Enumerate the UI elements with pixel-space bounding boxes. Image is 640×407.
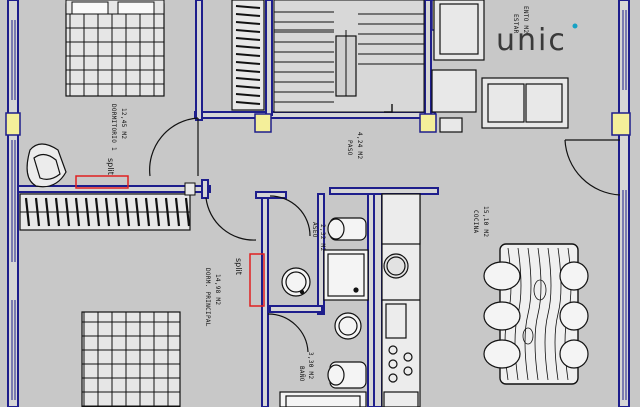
- wall-bath-left: [317, 193, 325, 315]
- split-unit-2: [249, 253, 265, 307]
- door-swings: [149, 117, 621, 353]
- room-label-estar-name: ESTAR: [512, 14, 519, 34]
- wall-hall-stub: [255, 191, 287, 199]
- stairs: [273, 0, 425, 113]
- wall-top-middle: [194, 111, 436, 119]
- closet-top: [231, 0, 265, 111]
- windows: [11, 10, 627, 400]
- register-box: [184, 182, 196, 196]
- walls: [7, 0, 630, 407]
- brand-logo: unic: [496, 23, 578, 58]
- column-1: [5, 112, 21, 136]
- dorm1-armchair: [26, 143, 67, 188]
- column-4: [611, 112, 631, 136]
- principal-bed: [81, 311, 181, 407]
- split-label-1: split: [106, 158, 115, 175]
- column-2: [254, 113, 272, 133]
- wall-right-exterior: [618, 0, 630, 407]
- wall-stairs-right: [424, 0, 432, 119]
- room-label-dorm1-name: DORMITORIO 1: [110, 104, 117, 151]
- room-label-bano-area: 3,30 M2: [307, 352, 314, 379]
- room-label-principal-area: 14,98 M2: [214, 274, 221, 305]
- dorm1-bed: [65, 0, 165, 97]
- room-label-estar-area: ENTO M2: [522, 6, 529, 33]
- room-label-bano-name: BAÑO: [298, 366, 305, 382]
- room-label-aseo-area: 2,32 M2: [319, 224, 326, 251]
- room-label-dorm1-area: 12,45 M2: [120, 108, 127, 139]
- split-label-2: split: [234, 258, 243, 275]
- bano-fixtures: [279, 312, 367, 407]
- wall-stairs-left: [265, 0, 273, 116]
- wardrobe: [19, 193, 191, 231]
- room-label-principal-name: DORM. PRINCIPAL: [204, 268, 211, 327]
- aseo-fixtures: [281, 217, 369, 301]
- room-label-paso-area: 4,24 M2: [356, 132, 363, 159]
- room-label-paso-name: PASO: [346, 140, 353, 156]
- wall-bath-top: [329, 187, 439, 195]
- wall-dorm-door-jamb: [201, 179, 209, 199]
- brand-logo-text: unic: [496, 23, 567, 58]
- brand-logo-dot: [572, 23, 578, 29]
- room-label-cocina-area: 15,10 M2: [482, 206, 489, 237]
- living-furniture: [431, 0, 569, 133]
- room-label-aseo-name: ASEO: [311, 222, 318, 238]
- wall-wardrobe-top: [17, 185, 211, 193]
- wall-dorm-principal-right: [261, 191, 269, 407]
- room-label-cocina-name: COCINA: [472, 210, 479, 234]
- dining-set: [483, 243, 589, 385]
- wall-left-exterior: [7, 0, 19, 407]
- wall-dorm1-right: [195, 0, 203, 121]
- wall-aseo-bano: [269, 305, 323, 313]
- split-unit-1: [75, 175, 129, 189]
- column-3: [419, 113, 437, 133]
- wall-kitchen-left: [373, 193, 383, 407]
- kitchen-counter: [381, 193, 421, 407]
